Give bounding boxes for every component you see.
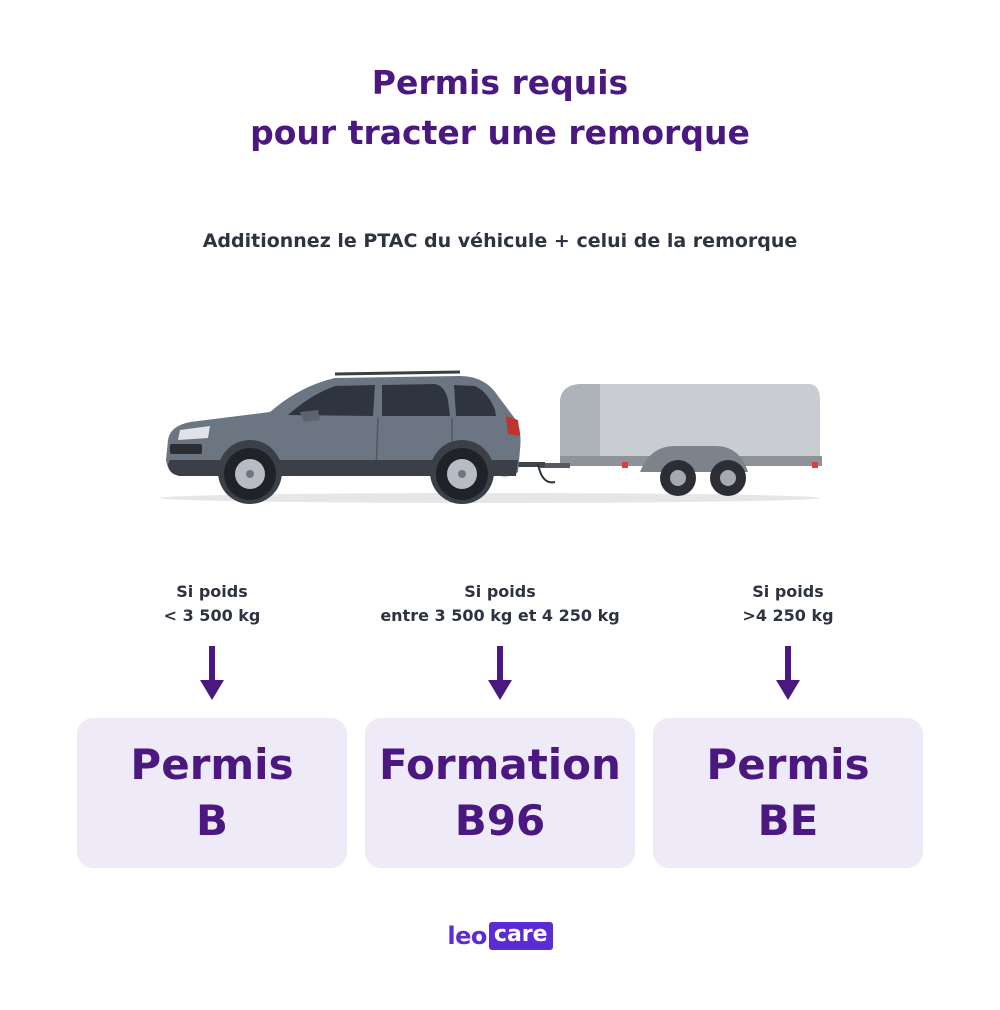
subtitle: Additionnez le PTAC du véhicule + celui … bbox=[202, 230, 798, 252]
arrow-down-icon bbox=[488, 646, 512, 700]
result-line-2: B96 bbox=[454, 796, 546, 845]
result-card-formation-b96: Formation B96 bbox=[365, 718, 635, 868]
condition-line-1: Si poids bbox=[176, 582, 248, 601]
result-line-1: Formation bbox=[379, 740, 621, 789]
car bbox=[166, 370, 521, 504]
result-line-2: BE bbox=[757, 796, 819, 845]
condition-under-3500: Si poids < 3 500 kg bbox=[62, 580, 362, 700]
result-line-1: Permis bbox=[130, 740, 294, 789]
condition-between-3500-4250: Si poids entre 3 500 kg et 4 250 kg bbox=[350, 580, 650, 700]
logo-part-care: care bbox=[488, 922, 553, 950]
condition-text: Si poids entre 3 500 kg et 4 250 kg bbox=[350, 580, 650, 628]
page-title: Permis requis pour tracter une remorque bbox=[0, 58, 1000, 158]
result-card-permis-be: Permis BE bbox=[653, 718, 923, 868]
condition-line-1: Si poids bbox=[464, 582, 536, 601]
title-line-1: Permis requis bbox=[371, 63, 629, 102]
condition-line-2: >4 250 kg bbox=[742, 606, 834, 625]
title-line-2: pour tracter une remorque bbox=[250, 113, 750, 152]
condition-over-4250: Si poids >4 250 kg bbox=[638, 580, 938, 700]
condition-text: Si poids >4 250 kg bbox=[638, 580, 938, 628]
result-card-permis-b: Permis B bbox=[77, 718, 347, 868]
condition-line-2: < 3 500 kg bbox=[163, 606, 261, 625]
logo-part-leo: leo bbox=[447, 922, 487, 950]
condition-text: Si poids < 3 500 kg bbox=[62, 580, 362, 628]
result-line-2: B bbox=[195, 796, 228, 845]
arrow-down-icon bbox=[200, 646, 224, 700]
result-line-1: Permis bbox=[706, 740, 870, 789]
leocare-logo: leo care bbox=[0, 922, 1000, 950]
condition-line-2: entre 3 500 kg et 4 250 kg bbox=[380, 606, 620, 625]
arrow-down-icon bbox=[776, 646, 800, 700]
trailer bbox=[540, 384, 822, 496]
car-towing-trailer-icon bbox=[160, 370, 822, 504]
condition-line-1: Si poids bbox=[752, 582, 824, 601]
